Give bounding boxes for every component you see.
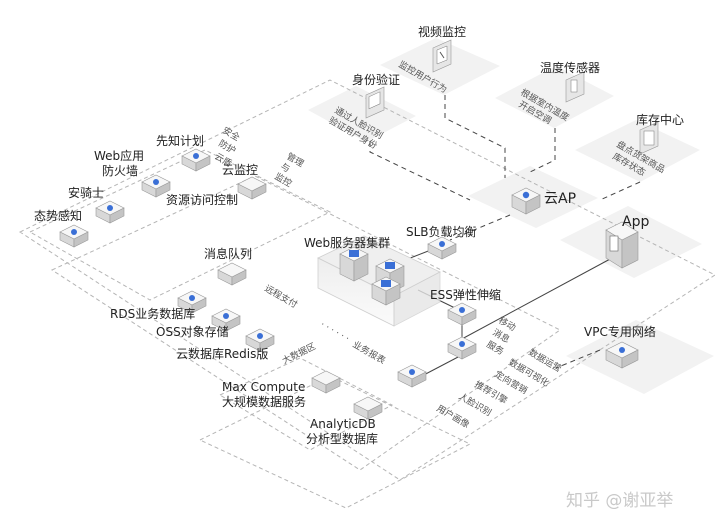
node-oss: OSS对象存储: [156, 308, 241, 339]
resource-access-label: 资源访问控制: [166, 193, 238, 207]
node-message-queue: 消息队列: [204, 246, 252, 286]
autoscale-icon: [459, 307, 465, 313]
maxcompute-label-2: 大规模数据服务: [222, 394, 306, 409]
cache-icon: [257, 333, 263, 339]
conn-id-to-ap: [369, 142, 471, 201]
vpc-icon: [619, 347, 625, 353]
conn-ap-to-slb: [449, 214, 511, 241]
node-redis: 云数据库Redis版: [176, 328, 275, 361]
cloud-monitor-label: 云监控: [222, 163, 258, 177]
region-services: [50, 175, 561, 471]
node-cloud-monitor: 云监控: [222, 163, 267, 200]
conn-temp-to-ap: [529, 128, 556, 173]
ess-label: ESS弹性伸缩: [430, 287, 501, 302]
server-icon: [381, 280, 391, 287]
knight-icon: [107, 205, 113, 211]
server-1: [339, 246, 369, 282]
video-monitor-label: 视频监控: [418, 24, 466, 39]
temp-sensor-label: 温度传感器: [540, 60, 600, 75]
region-outer: [18, 79, 716, 481]
mobile-services-note: 移动 消息 服务: [485, 314, 519, 357]
payment-note: 远程支付: [263, 282, 300, 310]
server-icon: [349, 250, 359, 257]
web-cluster-label: Web服务器集群: [304, 235, 390, 250]
background-plates: [308, 38, 714, 394]
region-lower-band: [198, 375, 472, 509]
node-aegis: 安骑士: [68, 185, 125, 224]
node-vpc: VPC专用网络: [584, 324, 656, 369]
conn-video-to-ap: [444, 95, 506, 178]
rds-label: RDS业务数据库: [110, 306, 195, 321]
shield-icon: [71, 229, 77, 235]
report-note: 业务报表: [351, 338, 388, 366]
node-analyticdb: AnalyticDB 分析型数据库: [306, 396, 383, 446]
node-xianzhi: 先知计划: [156, 134, 211, 172]
load-balancer-icon: [439, 241, 445, 247]
region-bigdata: [218, 357, 394, 451]
app-label: App: [622, 214, 649, 230]
security-group: 态势感知 安骑士 Web应用 防火墙 先知计划 安全: [34, 124, 242, 248]
services-group: 消息队列 RDS业务数据库 OSS对象存储 云数据库Redis版 大数据区: [110, 246, 383, 446]
node-maxcompute: Max Compute 大规模数据服务: [222, 370, 341, 409]
redis-label: 云数据库Redis版: [176, 346, 268, 361]
server-icon: [385, 262, 395, 269]
situation-awareness-label: 态势感知: [34, 208, 82, 223]
oss-label: OSS对象存储: [156, 324, 229, 339]
dashed-regions: [18, 79, 716, 509]
database-icon: [189, 295, 195, 301]
data-feature-6: 用户画像: [435, 402, 472, 430]
slb-label: SLB负载均衡: [406, 225, 477, 239]
plan-icon: [193, 153, 199, 159]
firewall-icon: [153, 179, 159, 185]
management-group: 云监控 资源访问控制 管理 与 监控: [166, 150, 306, 207]
plate-inventory: [575, 120, 700, 182]
node-mobile-service: [447, 336, 477, 360]
conn-vpc: [555, 349, 601, 369]
node-situation-awareness: 态势感知: [34, 208, 89, 248]
xianzhi-label: 先知计划: [156, 134, 204, 148]
maxcompute-label-1: Max Compute: [222, 380, 305, 394]
storage-icon: [223, 313, 229, 319]
node-cloud-ap: 云AP: [511, 187, 576, 215]
server-3: [371, 276, 401, 306]
analyticdb-label-1: AnalyticDB: [310, 417, 376, 431]
node-waf: Web应用 防火墙: [94, 148, 171, 198]
id-verify-label: 身份验证: [352, 72, 400, 87]
plate-vpc: [566, 320, 714, 394]
vpc-label: VPC专用网络: [584, 324, 656, 339]
dots-note: · · · · · ·: [319, 320, 351, 344]
bigdata-area-label: 大数据区: [280, 340, 318, 367]
waf-label-1: Web应用: [94, 148, 144, 163]
region-security: [28, 149, 332, 301]
node-rds: RDS业务数据库: [110, 290, 207, 321]
web-cluster: Web服务器集群: [304, 235, 441, 327]
cloud-ap-icon: [522, 191, 530, 199]
node-slb: SLB负载均衡: [406, 225, 477, 260]
node-report: [397, 364, 427, 388]
phone-icon: [609, 235, 619, 252]
report-icon: [409, 369, 415, 375]
conn-inv-to-ap: [599, 181, 641, 201]
node-app: App: [605, 214, 649, 269]
watermark: 知乎 @谢亚举: [566, 491, 673, 511]
analyticdb-label-2: 分析型数据库: [306, 431, 378, 446]
plate-id-verify: [308, 86, 416, 142]
aegis-label: 安骑士: [68, 185, 104, 200]
conn-app-to-ess: [459, 257, 613, 341]
node-ess: ESS弹性伸缩: [430, 287, 501, 326]
waf-label-2: 防火墙: [102, 163, 138, 178]
plate-temp-sensor: [495, 66, 614, 128]
cloud-ap-label: 云AP: [544, 191, 576, 207]
mobile-icon: [459, 341, 465, 347]
message-queue-label: 消息队列: [204, 246, 252, 261]
inventory-label: 库存中心: [636, 112, 684, 127]
